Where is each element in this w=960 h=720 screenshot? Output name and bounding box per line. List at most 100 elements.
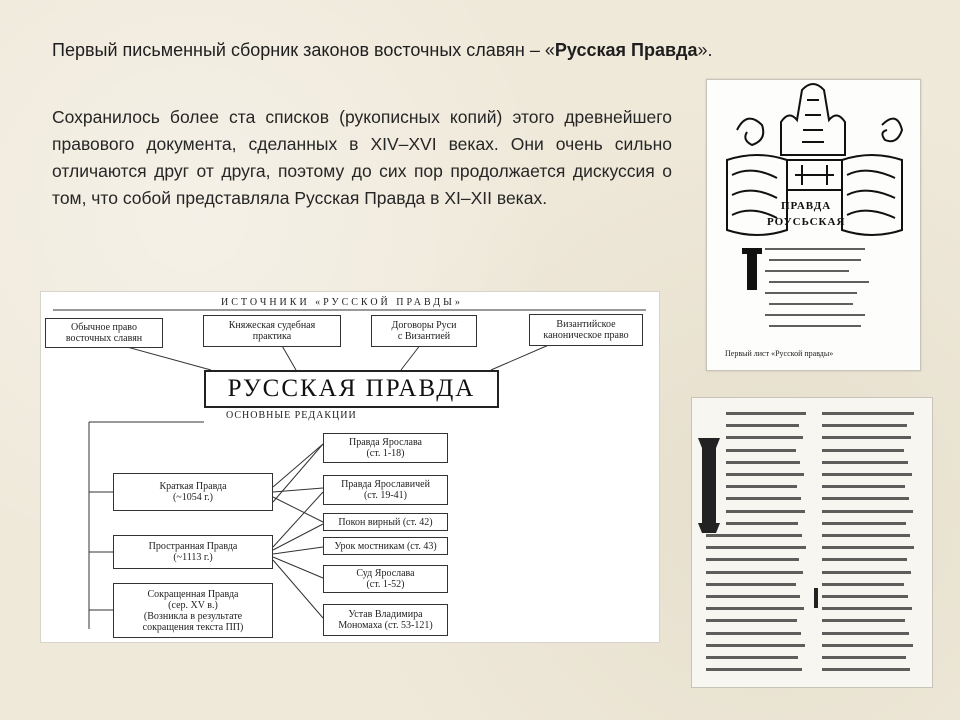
script-line	[822, 448, 904, 452]
part-line2: Мономаха (ст. 53-121)	[338, 620, 433, 631]
script-line	[822, 521, 906, 525]
script-line	[726, 448, 796, 452]
script-line	[822, 619, 905, 623]
ornament-illustration	[726, 83, 904, 290]
script-line	[706, 656, 798, 659]
manuscript-page-image	[691, 397, 933, 688]
script-line	[822, 656, 906, 659]
source-line1: Договоры Руси	[391, 320, 457, 331]
source-customary-law: Обычное право восточных славян	[45, 318, 163, 348]
script-line	[706, 558, 799, 562]
sources-diagram: ИСТОЧНИКИ «РУССКОЙ ПРАВДЫ» Обычное право…	[40, 291, 660, 643]
script-line	[706, 546, 806, 550]
script-line	[706, 534, 802, 537]
script-line	[822, 570, 911, 574]
script-line	[822, 631, 909, 635]
script-line	[706, 631, 801, 635]
script-line	[822, 546, 914, 550]
part-ustav-vladimira: Устав Владимира Мономаха (ст. 53-121)	[323, 604, 448, 636]
source-line2: восточных славян	[65, 333, 143, 344]
edition-line2: (сер. XV в.)	[168, 599, 218, 611]
script-line	[769, 303, 853, 305]
slide-paragraph: Сохранилось более ста списков (рукописны…	[52, 107, 672, 208]
script-line	[822, 607, 912, 611]
script-line	[765, 248, 865, 250]
script-line	[822, 509, 913, 513]
part-line1: Устав Владимира	[348, 609, 423, 620]
edition-line2: (~1113 г.)	[173, 552, 213, 563]
script-line	[706, 595, 800, 598]
script-line	[822, 485, 905, 489]
script-line	[822, 412, 914, 415]
script-line	[706, 570, 803, 574]
diagram-connectors	[53, 309, 646, 629]
script-line	[726, 521, 798, 525]
title-prefix: Первый письменный сборник законов восточ…	[52, 40, 555, 60]
script-line	[706, 643, 805, 647]
part-pravda-yaroslava: Правда Ярослава (ст. 1-18)	[323, 433, 448, 463]
source-byzantine-treaties: Договоры Руси с Византией	[371, 315, 477, 347]
script-line	[822, 534, 910, 537]
script-line	[726, 509, 805, 513]
script-line	[822, 595, 908, 598]
part-line2: (ст. 1-18)	[366, 448, 405, 459]
part-line2: (ст. 19-41)	[363, 490, 408, 501]
part-line1: Покон вирный (ст. 42)	[338, 516, 433, 528]
script-line	[769, 259, 861, 261]
script-line	[822, 497, 909, 501]
edition-line3: (Возникла в результате	[143, 610, 243, 622]
source-line2: практика	[252, 331, 292, 342]
source-princely-practice: Княжеская судебная практика	[203, 315, 341, 347]
script-line	[726, 485, 797, 489]
script-line	[726, 460, 800, 464]
script-line	[726, 412, 806, 415]
part-line1: Урок мостникам (ст. 43)	[334, 540, 437, 552]
source-canon-law: Византийское каноническое право	[529, 314, 643, 346]
edition-abridged: Сокращенная Правда (сер. XV в.) (Возникл…	[113, 583, 273, 638]
script-line	[726, 497, 801, 501]
script-line	[822, 643, 913, 647]
source-line1: Обычное право	[71, 322, 137, 333]
script-line	[765, 270, 849, 272]
part-pokon-virny: Покон вирный (ст. 42)	[323, 513, 448, 531]
script-line	[706, 582, 796, 586]
script-line	[822, 460, 908, 464]
source-line2: с Византией	[397, 331, 451, 342]
edition-expanded: Пространная Правда (~1113 г.)	[113, 535, 273, 569]
manuscript-initial-illustration	[698, 438, 818, 608]
edition-line4: сокращения текста ПП)	[142, 621, 244, 633]
main-title-box: РУССКАЯ ПРАВДА	[204, 370, 499, 408]
script-line	[706, 607, 804, 611]
script-line	[726, 473, 804, 476]
edition-line1: Пространная Правда	[148, 541, 238, 552]
script-line	[765, 292, 857, 294]
edition-short: Краткая Правда (~1054 г.)	[113, 473, 273, 511]
manuscript-title-page-image: ПРАВДА РОУСЬСКАЯ Первый лист «Русской пр…	[706, 79, 921, 371]
manuscript-heading-1: ПРАВДА	[781, 200, 832, 212]
source-line1: Княжеская судебная	[228, 320, 316, 331]
part-line1: Суд Ярослава	[356, 568, 415, 579]
slide-title: Первый письменный сборник законов восточ…	[52, 38, 912, 62]
part-line2: (ст. 1-52)	[366, 579, 405, 590]
part-urok-mostnikam: Урок мостникам (ст. 43)	[323, 537, 448, 555]
script-line	[822, 558, 907, 562]
part-line1: Правда Ярославичей	[341, 479, 430, 490]
part-pravda-yaroslavichey: Правда Ярославичей (ст. 19-41)	[323, 475, 448, 505]
edition-line2: (~1054 г.)	[172, 492, 214, 503]
script-line	[706, 619, 797, 623]
edition-line1: Сокращенная Правда	[147, 588, 239, 600]
script-line	[726, 436, 803, 440]
part-sud-yaroslava: Суд Ярослава (ст. 1-52)	[323, 565, 448, 593]
part-line1: Правда Ярослава	[349, 437, 422, 448]
manuscript-heading-2: РОУСЬСКАЯ	[767, 216, 846, 228]
script-line	[822, 473, 912, 476]
script-line	[822, 668, 910, 672]
source-line1: Византийское	[556, 319, 616, 330]
source-line2: каноническое право	[543, 330, 629, 341]
diagram-title: ИСТОЧНИКИ «РУССКОЙ ПРАВДЫ»	[221, 297, 463, 308]
script-line	[822, 424, 907, 428]
edition-line1: Краткая Правда	[159, 481, 227, 492]
main-subtitle: ОСНОВНЫЕ РЕДАКЦИИ	[226, 410, 357, 421]
script-line	[822, 436, 911, 440]
script-line	[706, 668, 802, 672]
